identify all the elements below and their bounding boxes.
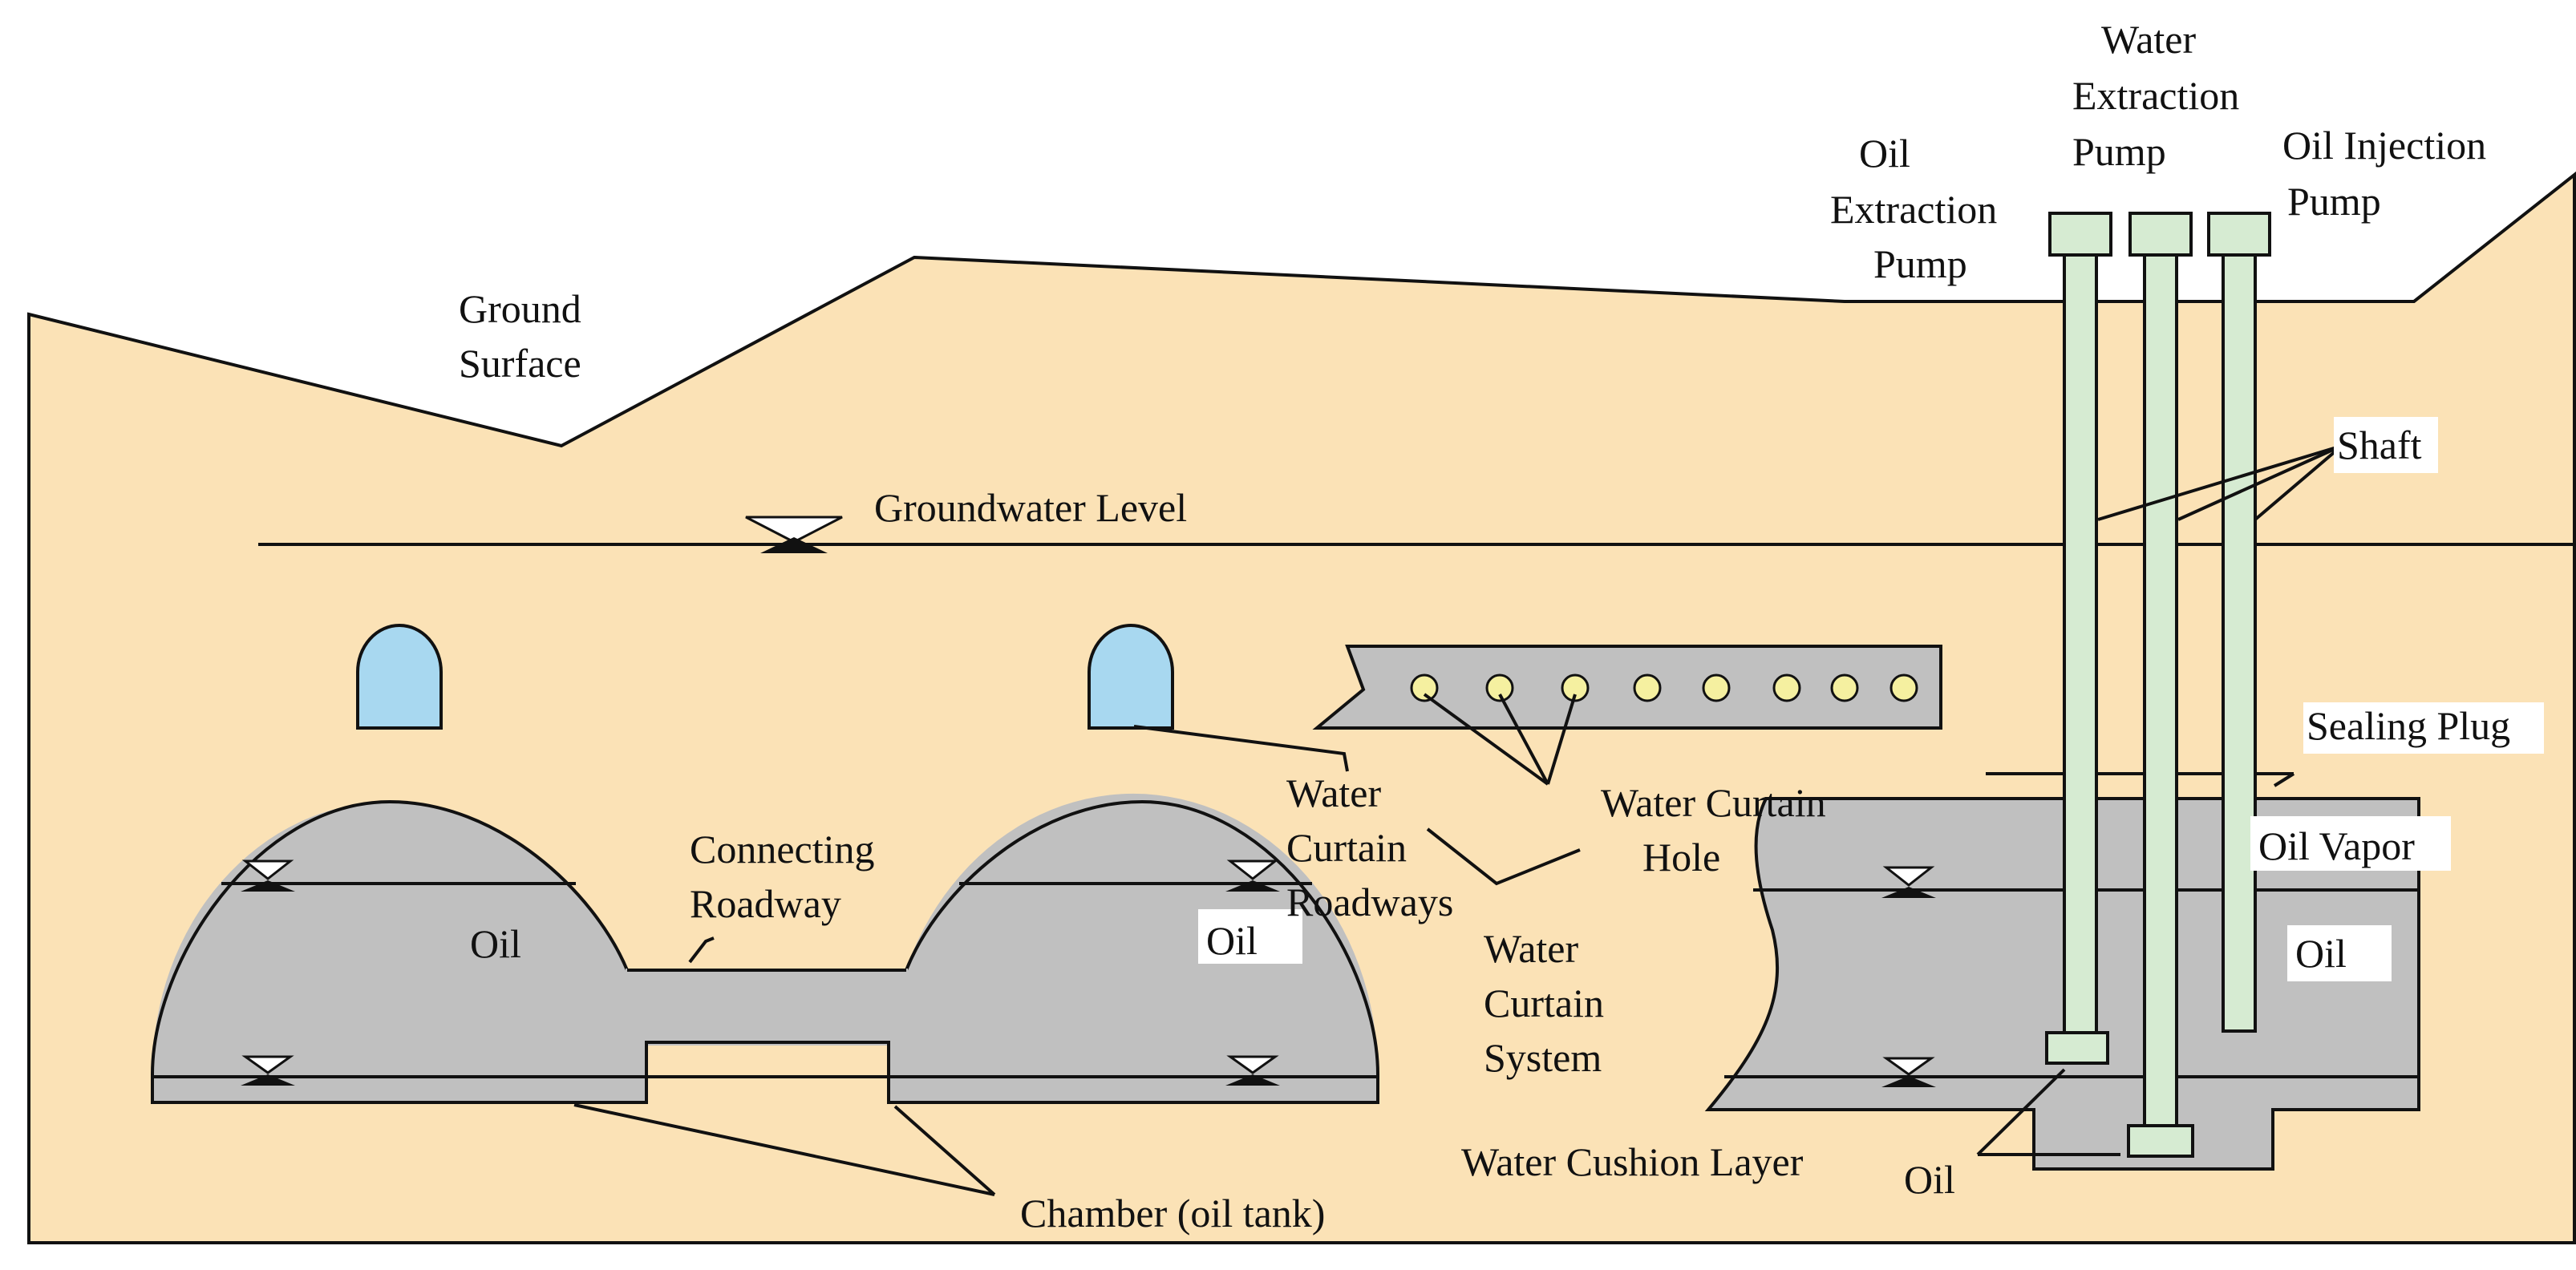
oil-right-label-bg (2287, 925, 2392, 981)
water-extraction-pump-label-line3: Pump (2072, 129, 2166, 174)
oil-middle-label: Oil (1206, 918, 1258, 963)
water-extraction-pump-head (2128, 212, 2193, 257)
oil-extraction-pump-label-line1: Oil (1859, 131, 1910, 176)
oil-right-label: Oil (2295, 931, 2347, 976)
water-curtain-roadways-label-line2: Curtain (1286, 825, 1407, 870)
oil-extraction-intake (2045, 1031, 2109, 1065)
sealing-plug-label: Sealing Plug (2307, 703, 2510, 748)
oil-extraction-pump-head (2048, 212, 2112, 257)
groundwater-level-label: Groundwater Level (874, 485, 1187, 530)
oil-middle-label-bg (1198, 909, 1302, 964)
water-level-marker-icon (1225, 859, 1280, 892)
water-curtain-hole-label-line2: Hole (1642, 835, 1720, 880)
connecting-roadway-tunnel (626, 969, 908, 1046)
water-curtain-hole-7 (1830, 673, 1859, 702)
water-curtain-hole-8 (1889, 673, 1918, 702)
water-curtain-hole-5 (1702, 673, 1731, 702)
oil-extraction-pump-label-line2: Extraction (1830, 187, 1997, 232)
connecting-roadway-label-line1: Connecting (690, 827, 875, 872)
oil-extraction-pump-label-line3: Pump (1873, 241, 1967, 286)
leader-lines (573, 444, 2343, 1196)
water-level-marker-icon (241, 859, 295, 892)
water-curtain-hole-bar (1312, 645, 1942, 730)
oil-vapor-label-bg (2250, 816, 2451, 871)
shaft-oil-injection (2222, 253, 2257, 1033)
water-cushion-layer-label: Water Cushion Layer (1461, 1139, 1804, 1184)
oil-injection-pump-label-line1: Oil Injection (2282, 123, 2486, 168)
water-curtain-hole-2 (1485, 673, 1514, 702)
oil-vapor-label: Oil Vapor (2258, 823, 2415, 868)
water-curtain-hole-6 (1772, 673, 1801, 702)
chamber-left-dome (151, 799, 648, 1104)
oil-bottom-label: Oil (1904, 1157, 1955, 1202)
water-extraction-intake (2127, 1124, 2194, 1158)
water-curtain-roadway-tunnel-middle (1088, 624, 1174, 730)
oil-injection-pump-head (2207, 212, 2271, 257)
shaft-oil-extraction (2063, 253, 2098, 1034)
water-curtain-roadways-label-line1: Water (1286, 770, 1381, 815)
shaft-water-extraction (2143, 253, 2178, 1135)
ground-surface-label-line2: Surface (459, 341, 581, 386)
oil-left-label: Oil (470, 921, 521, 966)
water-level-marker-icon (1881, 866, 1936, 898)
ground-surface-label-line1: Ground (459, 286, 581, 331)
oil-injection-pump-label-line2: Pump (2287, 179, 2381, 224)
water-level-marker-icon (1225, 1055, 1280, 1086)
shaft-label: Shaft (2337, 423, 2422, 467)
water-extraction-pump-label-line2: Extraction (2072, 73, 2239, 118)
water-level-marker-icon (241, 1055, 295, 1086)
water-level-marker-icon (1881, 1057, 1936, 1087)
water-curtain-system-label-line3: System (1484, 1035, 1602, 1080)
water-curtain-system-label-line2: Curtain (1484, 981, 1604, 1025)
water-curtain-roadway-tunnel-left (356, 624, 443, 730)
groundwater-marker-icon (745, 516, 843, 553)
water-curtain-holes (1410, 673, 1918, 702)
water-curtain-hole-1 (1410, 673, 1439, 702)
connecting-roadway-label-line2: Roadway (690, 881, 841, 926)
shaft-label-bg (2334, 417, 2438, 473)
sealing-plug-label-bg (2303, 702, 2544, 754)
water-extraction-pump-label-line1: Water (2101, 17, 2196, 62)
water-curtain-hole-4 (1633, 673, 1662, 702)
water-curtain-system-label-line1: Water (1484, 926, 1578, 971)
water-curtain-hole-3 (1561, 673, 1590, 702)
chamber-label: Chamber (oil tank) (1020, 1191, 1325, 1236)
water-curtain-roadways-label-line3: Roadways (1286, 880, 1453, 924)
water-curtain-hole-label-line1: Water Curtain (1601, 780, 1826, 825)
